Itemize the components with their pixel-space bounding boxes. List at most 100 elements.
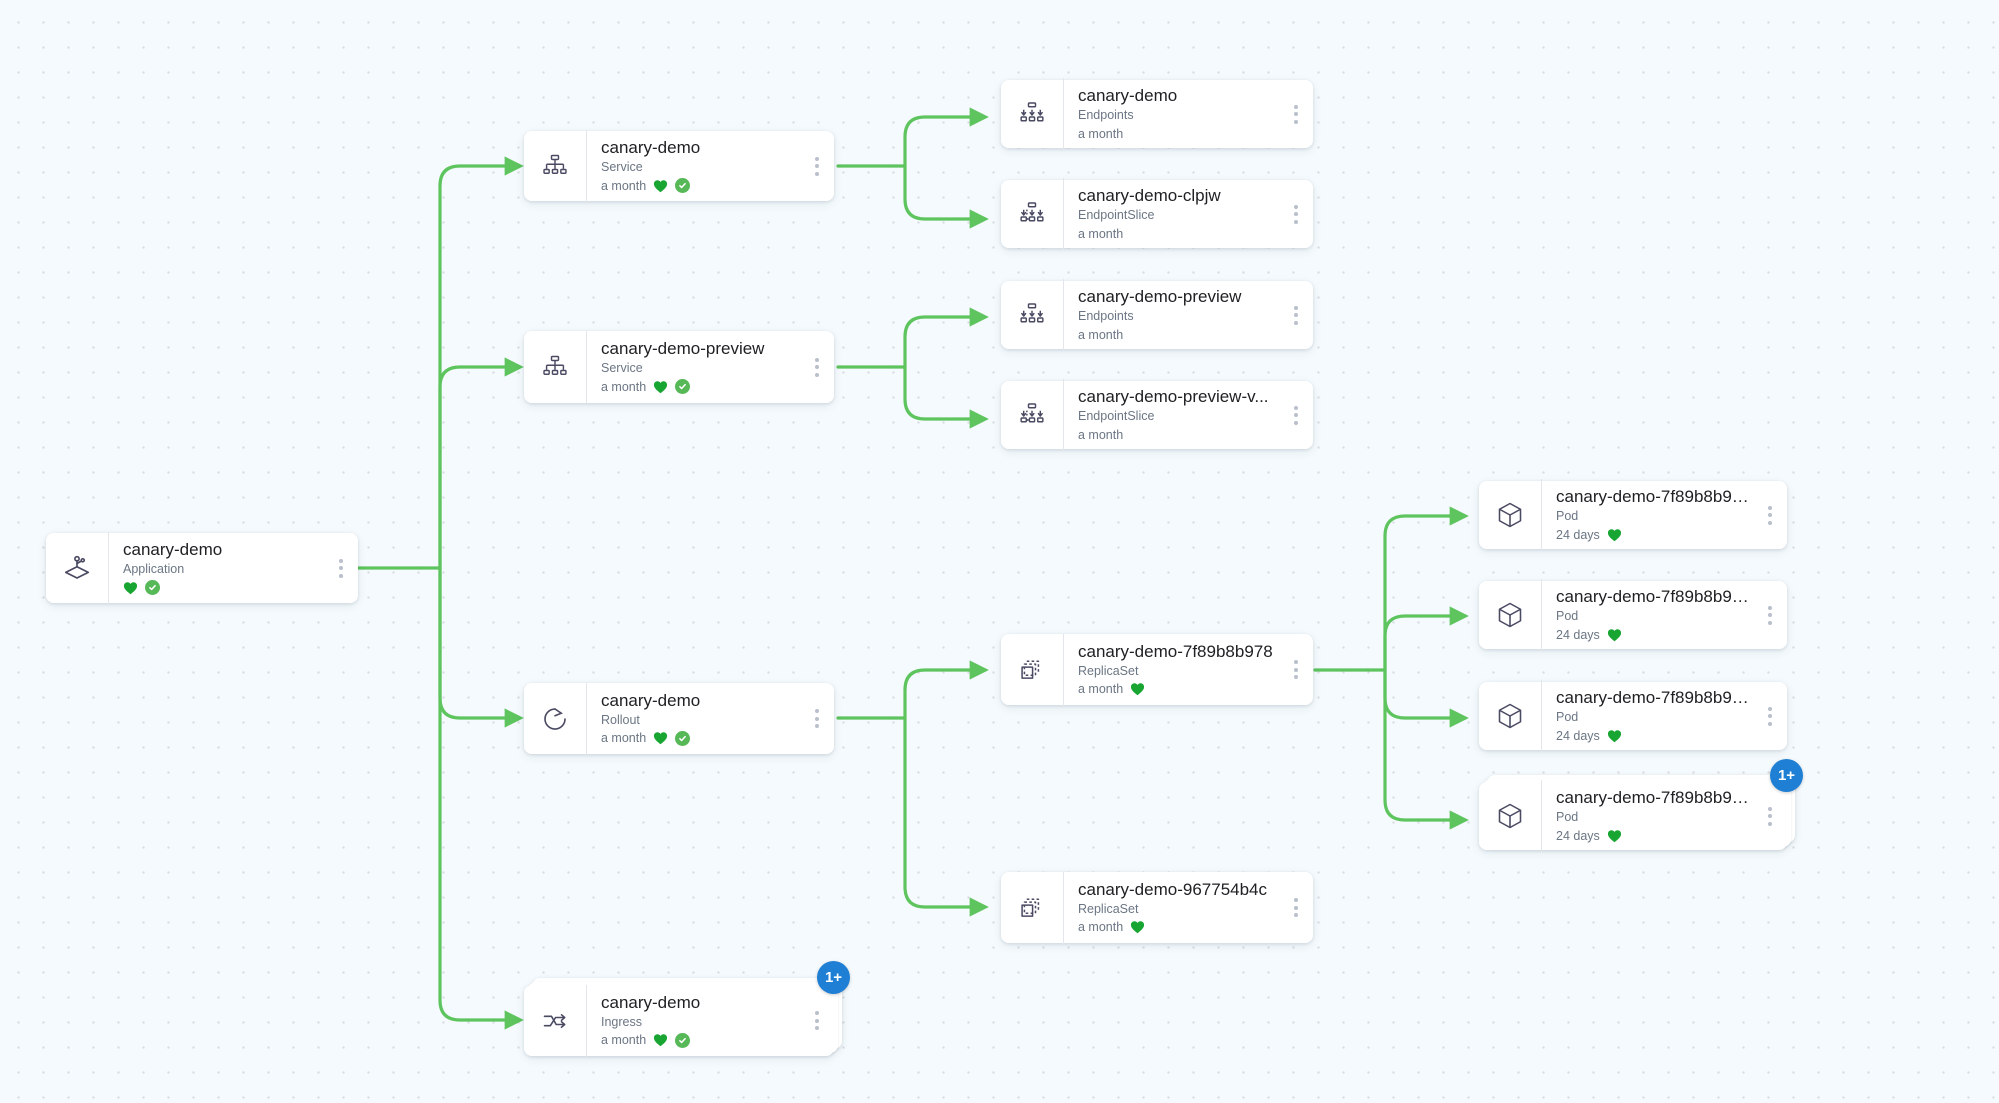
node-kind: Pod <box>1556 810 1579 824</box>
node-menu-button[interactable] <box>800 357 834 377</box>
node-kind: Pod <box>1556 609 1579 623</box>
node-menu-button[interactable] <box>1279 660 1313 679</box>
node-age: a month <box>1078 682 1124 696</box>
node-rollout-canary-demo[interactable]: canary-demo Rollout a month <box>524 682 834 755</box>
pod-icon <box>1479 581 1541 649</box>
health-status-icon[interactable] <box>653 380 668 394</box>
service-icon <box>524 331 586 403</box>
health-status-icon[interactable] <box>1130 682 1145 696</box>
node-age: 24 days <box>1556 728 1600 743</box>
edge-rs-pod3 <box>1383 668 1469 728</box>
node-application-canary-demo[interactable]: canary-demo Application <box>46 532 358 604</box>
node-meta: 24 days <box>1556 626 1753 643</box>
edge-service-endpointslice <box>903 164 989 229</box>
node-title: canary-demo <box>601 992 701 1012</box>
edge-app-rollout <box>438 566 524 728</box>
collapsed-children-badge[interactable]: 1+ <box>817 961 850 994</box>
node-title: canary-demo-preview <box>1078 287 1242 306</box>
node-menu-button[interactable] <box>1279 898 1313 917</box>
node-body: canary-demo Rollout a month <box>586 682 800 755</box>
node-menu-button[interactable] <box>1279 405 1313 425</box>
node-service-canary-demo[interactable]: canary-demo Service a month <box>524 130 834 202</box>
node-pod-4[interactable]: canary-demo-7f89b8b97... Pod 24 days 1+ <box>1479 759 1803 852</box>
node-meta: a month <box>1078 919 1279 936</box>
node-kind: Pod <box>1556 710 1579 724</box>
node-replicaset-7f89b8b978[interactable]: canary-demo-7f89b8b978 ReplicaSet a mont… <box>1001 633 1313 706</box>
node-service-canary-demo-preview[interactable]: canary-demo-preview Service a month <box>524 331 834 403</box>
edge-service-preview-endpoints <box>903 307 989 369</box>
node-kind: Pod <box>1556 509 1579 523</box>
node-meta: 24 days <box>1556 727 1753 744</box>
node-meta: a month <box>1078 125 1279 142</box>
health-status-icon[interactable] <box>1607 729 1622 743</box>
node-menu-button[interactable] <box>1753 505 1787 525</box>
health-status-icon[interactable] <box>1607 628 1622 642</box>
health-status-icon[interactable] <box>1130 920 1145 934</box>
node-age: a month <box>1078 427 1124 442</box>
node-meta: 24 days <box>1556 827 1753 844</box>
edge-app-ingress <box>438 566 524 1030</box>
health-status-icon[interactable] <box>653 1033 668 1047</box>
node-age: a month <box>601 1033 647 1047</box>
node-menu-button[interactable] <box>1753 605 1787 625</box>
node-ingress-canary-demo[interactable]: canary-demo Ingress a month 1+ <box>524 961 850 1057</box>
health-status-icon[interactable] <box>123 581 138 595</box>
edge-service-preview-endpointslice <box>903 365 989 429</box>
node-replicaset-967754b4c[interactable]: canary-demo-967754b4c ReplicaSet a month <box>1001 871 1313 944</box>
node-menu-button[interactable] <box>1753 706 1787 726</box>
node-pod-3[interactable]: canary-demo-7f89b8b97... Pod 24 days <box>1479 680 1787 752</box>
node-age: a month <box>1078 327 1124 342</box>
endpoints-icon <box>1001 80 1063 148</box>
health-status-icon[interactable] <box>1607 528 1622 542</box>
node-endpointslice-canary-demo-preview[interactable]: canary-demo-preview-v... EndpointSlice a… <box>1001 379 1313 451</box>
node-meta: a month <box>1078 426 1279 443</box>
replicaset-icon <box>1001 634 1063 705</box>
node-menu-button[interactable] <box>800 709 834 728</box>
node-title: canary-demo-preview-v... <box>1078 387 1269 406</box>
health-status-icon[interactable] <box>653 179 668 193</box>
node-age: 24 days <box>1556 828 1600 843</box>
node-menu-button[interactable] <box>1753 806 1787 826</box>
sync-status-icon[interactable] <box>675 1032 691 1048</box>
replicaset-icon <box>1001 872 1063 943</box>
node-pod-2[interactable]: canary-demo-7f89b8b97... Pod 24 days <box>1479 579 1787 651</box>
collapsed-children-badge[interactable]: 1+ <box>1770 759 1803 792</box>
node-body: canary-demo-clpjw EndpointSlice a month <box>1063 178 1279 250</box>
node-menu-button[interactable] <box>1279 204 1313 224</box>
edge-app-service-preview <box>438 357 524 570</box>
service-icon <box>524 131 586 201</box>
sync-status-icon[interactable] <box>145 580 160 595</box>
node-age: a month <box>1078 126 1124 141</box>
sync-status-icon[interactable] <box>675 178 691 193</box>
node-body: canary-demo-preview-v... EndpointSlice a… <box>1063 379 1279 451</box>
node-kind: EndpointSlice <box>1078 409 1155 423</box>
node-title: canary-demo-preview <box>601 339 765 358</box>
node-meta: a month <box>601 177 800 194</box>
node-body: canary-demo Ingress a month <box>586 984 800 1057</box>
node-title: canary-demo-7f89b8b97... <box>1556 688 1753 707</box>
node-kind: Rollout <box>601 712 640 727</box>
node-menu-button[interactable] <box>324 558 358 578</box>
health-status-icon[interactable] <box>653 731 668 745</box>
node-title: canary-demo-7f89b8b978 <box>1078 641 1273 661</box>
node-endpoints-canary-demo[interactable]: canary-demo Endpoints a month <box>1001 78 1313 150</box>
node-menu-button[interactable] <box>800 1011 834 1030</box>
node-kind: EndpointSlice <box>1078 208 1155 222</box>
node-endpoints-canary-demo-preview[interactable]: canary-demo-preview Endpoints a month <box>1001 279 1313 351</box>
sync-status-icon[interactable] <box>675 379 691 394</box>
node-menu-button[interactable] <box>1279 305 1313 325</box>
node-endpointslice-canary-demo-clpjw[interactable]: canary-demo-clpjw EndpointSlice a month <box>1001 178 1313 250</box>
node-menu-button[interactable] <box>1279 104 1313 124</box>
node-kind: Service <box>601 160 643 174</box>
sync-status-icon[interactable] <box>675 730 691 746</box>
node-kind: ReplicaSet <box>1078 663 1139 678</box>
node-menu-button[interactable] <box>800 156 834 176</box>
health-status-icon[interactable] <box>1607 829 1622 843</box>
node-meta: a month <box>1078 681 1279 698</box>
edge-rs-pod4 <box>1383 668 1469 830</box>
node-title: canary-demo <box>601 690 701 710</box>
endpoints-icon <box>1001 281 1063 349</box>
node-pod-1[interactable]: canary-demo-7f89b8b97... Pod 24 days <box>1479 479 1787 551</box>
edge-rs-pod2 <box>1383 606 1469 672</box>
